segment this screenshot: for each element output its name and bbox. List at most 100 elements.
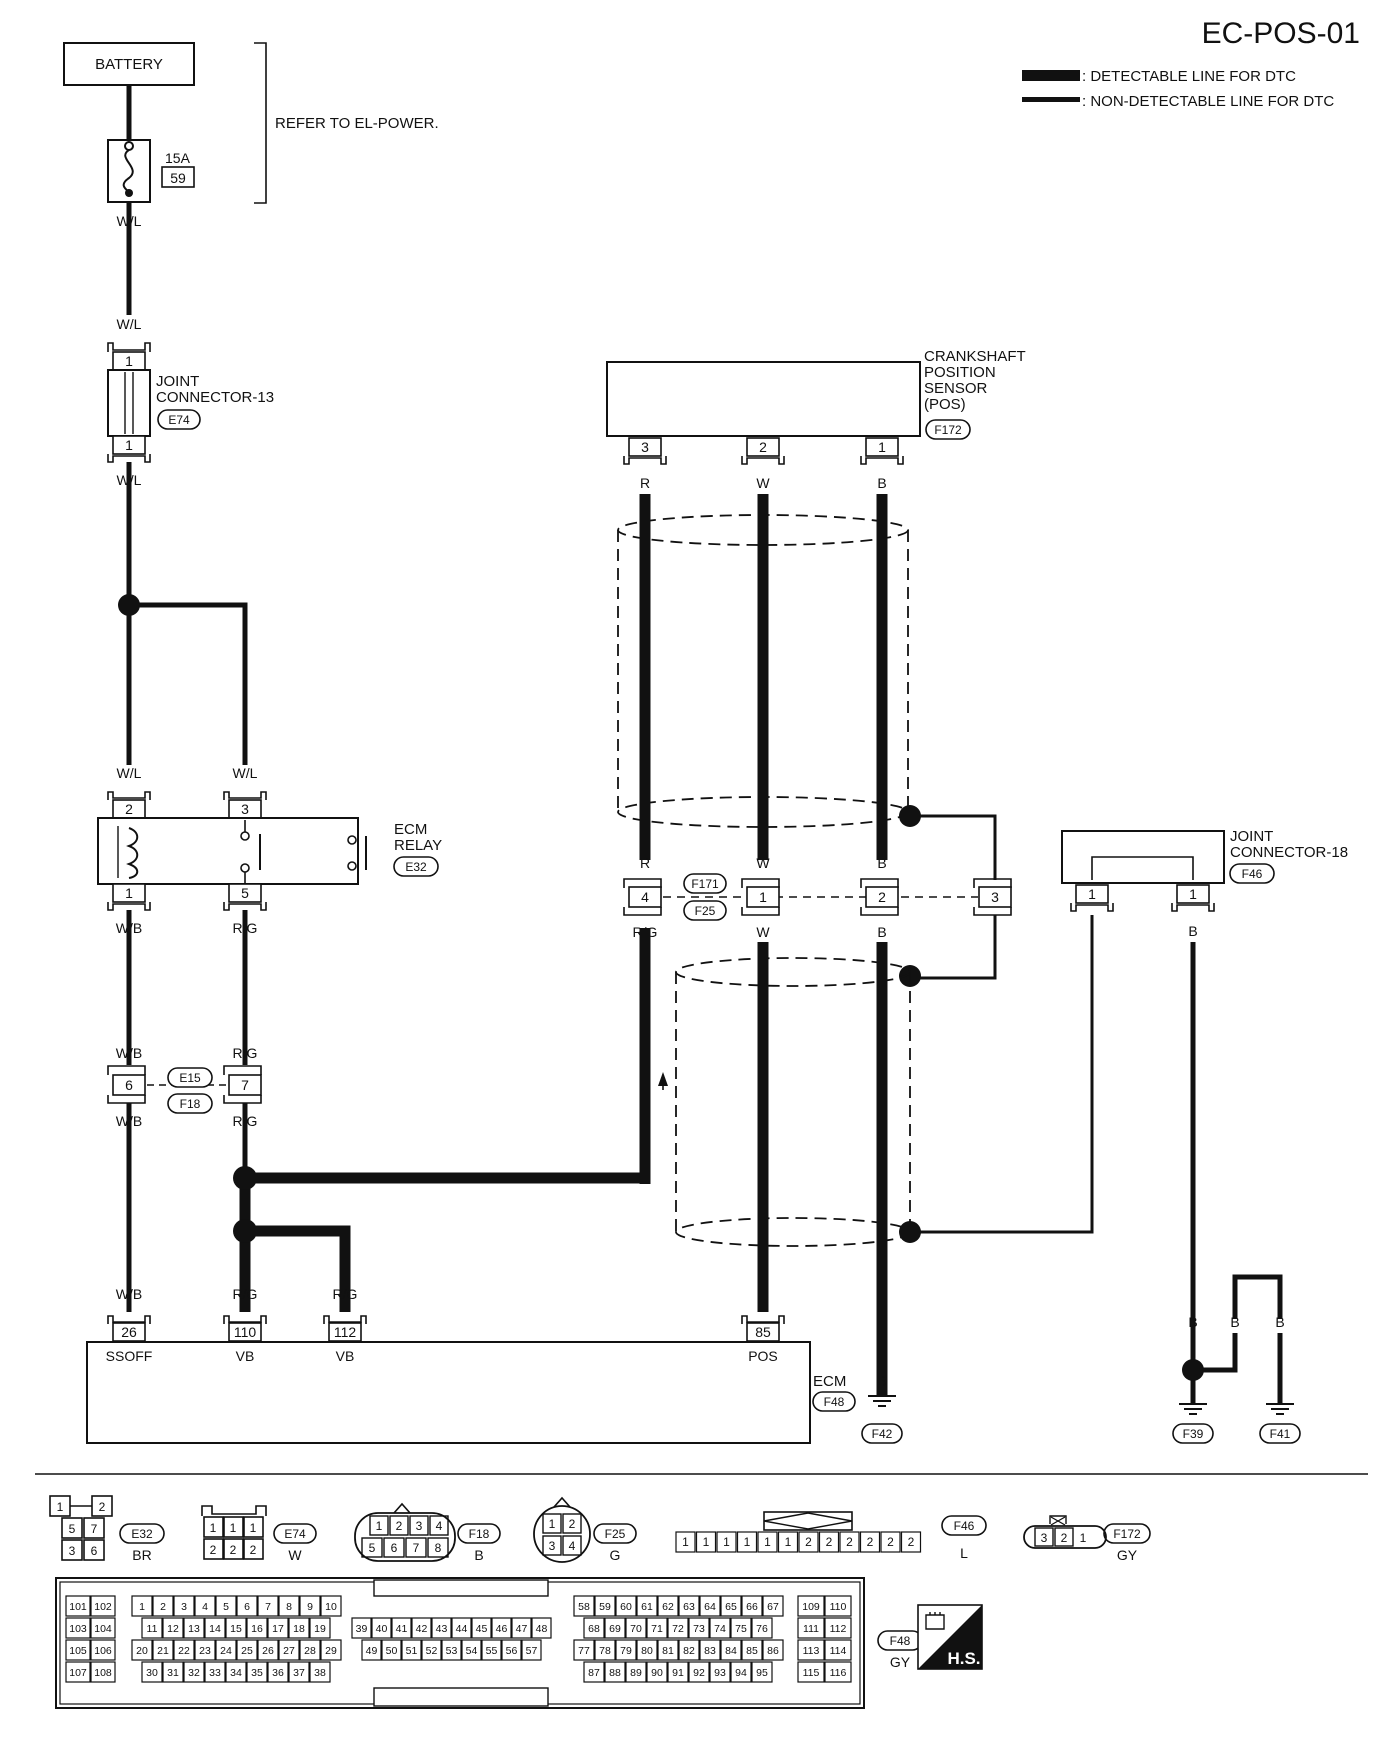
pin-number: 7 (241, 1077, 249, 1093)
face-pin: 67 (767, 1601, 779, 1613)
face-pin-cell (716, 1531, 737, 1553)
face-pin: 83 (704, 1645, 716, 1657)
face-pin-cell (461, 1639, 482, 1661)
face-pin: 27 (283, 1645, 295, 1657)
face-pin-cell (531, 1617, 552, 1639)
connector-color: GY (1117, 1547, 1138, 1563)
face-pin-cell (162, 1661, 184, 1683)
face-pin: 22 (178, 1645, 190, 1657)
face-pin-cell (309, 1661, 331, 1683)
face-pin-cell (361, 1639, 382, 1661)
diagram-id: EC-POS-01 (1202, 17, 1360, 50)
pin-number: 1 (125, 437, 133, 453)
face-pin: 91 (672, 1667, 684, 1679)
wire-color-b: B (877, 1373, 886, 1389)
connector-color: GY (890, 1654, 911, 1670)
face-pin: 47 (516, 1623, 528, 1635)
face-pin: 103 (69, 1623, 87, 1635)
face-pin: 81 (662, 1645, 674, 1657)
face-pin: 85 (746, 1645, 758, 1657)
face-pin-cell (583, 1661, 605, 1683)
connector-color: BR (132, 1547, 151, 1563)
connector-color: B (474, 1547, 483, 1563)
face-pin-cell (246, 1617, 268, 1639)
face-pin-cell (65, 1595, 91, 1617)
battery: BATTERY (63, 42, 195, 86)
face-pin-cell (152, 1595, 174, 1617)
face-pin: 9 (307, 1601, 313, 1613)
wire-color-b: B (877, 855, 886, 871)
face-pin-cell (441, 1639, 462, 1661)
face-pin: 56 (506, 1645, 518, 1657)
face-view-f18: 1 2 3 4 5 6 7 8 F18 B (354, 1502, 501, 1563)
face-view-f25: 1 2 3 4 F25 G (533, 1496, 637, 1563)
face-pin-cell (257, 1595, 279, 1617)
ground-code: F39 (1183, 1427, 1204, 1441)
face-pin: 65 (725, 1601, 737, 1613)
face-pin: 59 (599, 1601, 611, 1613)
face-pin: 2 (1061, 1531, 1068, 1545)
ground-code: F41 (1270, 1427, 1291, 1441)
face-pin: 108 (94, 1667, 112, 1679)
face-pin-cell (141, 1661, 163, 1683)
wire-color-wl: W/L (117, 765, 142, 781)
face-pin-cell (824, 1595, 852, 1617)
connector-code: F48 (890, 1634, 911, 1648)
joint18-label: JOINT (1230, 828, 1273, 845)
connector-code: E74 (168, 413, 190, 427)
face-view-e32: 1 2 5 7 3 6 E32 BR (49, 1495, 165, 1563)
pin-number: 1 (125, 353, 133, 369)
face-pin: 66 (746, 1601, 758, 1613)
face-pin: 63 (683, 1601, 695, 1613)
face-pin: 1 (230, 1521, 237, 1535)
face-pin-cell (824, 1661, 852, 1683)
face-pin-cell (267, 1617, 289, 1639)
joint-connector-18: 1 1 JOINT CONNECTOR-18 F46 (1061, 828, 1348, 912)
ground-code: F42 (872, 1427, 893, 1441)
pin-number: 1 (878, 439, 886, 455)
connector-code: F46 (1242, 867, 1263, 881)
face-pin: 77 (578, 1645, 590, 1657)
ckp-label: POSITION (924, 364, 996, 381)
face-pin-cell (741, 1595, 763, 1617)
face-pin: 13 (188, 1623, 200, 1635)
face-pin-cell (236, 1595, 258, 1617)
inline-connector-f171-f25: 4 1 2 3 F171 F25 (623, 873, 1012, 921)
face-pin-cell (236, 1639, 258, 1661)
face-pin: 5 (223, 1601, 229, 1613)
face-pin: 46 (496, 1623, 508, 1635)
face-pin: 49 (366, 1645, 378, 1657)
face-pin-cell (183, 1617, 205, 1639)
face-pin-cell (657, 1595, 679, 1617)
hs-label: H.S. (947, 1649, 980, 1668)
pin-number: 3 (241, 801, 249, 817)
face-pin-cell (736, 1531, 758, 1553)
face-pin: 70 (630, 1623, 642, 1635)
face-pin-cell (183, 1661, 205, 1683)
face-pin: 76 (756, 1623, 768, 1635)
face-pin: 2 (846, 1535, 853, 1549)
battery-label: BATTERY (95, 56, 163, 73)
face-pin-cell (320, 1639, 342, 1661)
face-pin-cell (194, 1595, 216, 1617)
pin-number: 112 (334, 1324, 357, 1340)
face-pin-cell (451, 1617, 472, 1639)
face-pin: 1 (250, 1521, 257, 1535)
face-pin-cell (675, 1531, 696, 1553)
face-pin-cell (573, 1595, 595, 1617)
face-pin: 88 (609, 1667, 621, 1679)
face-pin-cell (131, 1595, 153, 1617)
inline-connector-e15-f18: 6 7 E15 F18 (107, 1065, 262, 1114)
face-pin: 80 (641, 1645, 653, 1657)
pin-number: 1 (125, 885, 133, 901)
face-pin: 2 (805, 1535, 812, 1549)
face-pin: 35 (251, 1667, 263, 1679)
ecm-pin-name: VB (336, 1348, 355, 1364)
face-pin: 36 (272, 1667, 284, 1679)
wire-color-wl: W/L (117, 316, 142, 332)
shield-lower (675, 957, 911, 1247)
face-pin: 33 (209, 1667, 221, 1679)
